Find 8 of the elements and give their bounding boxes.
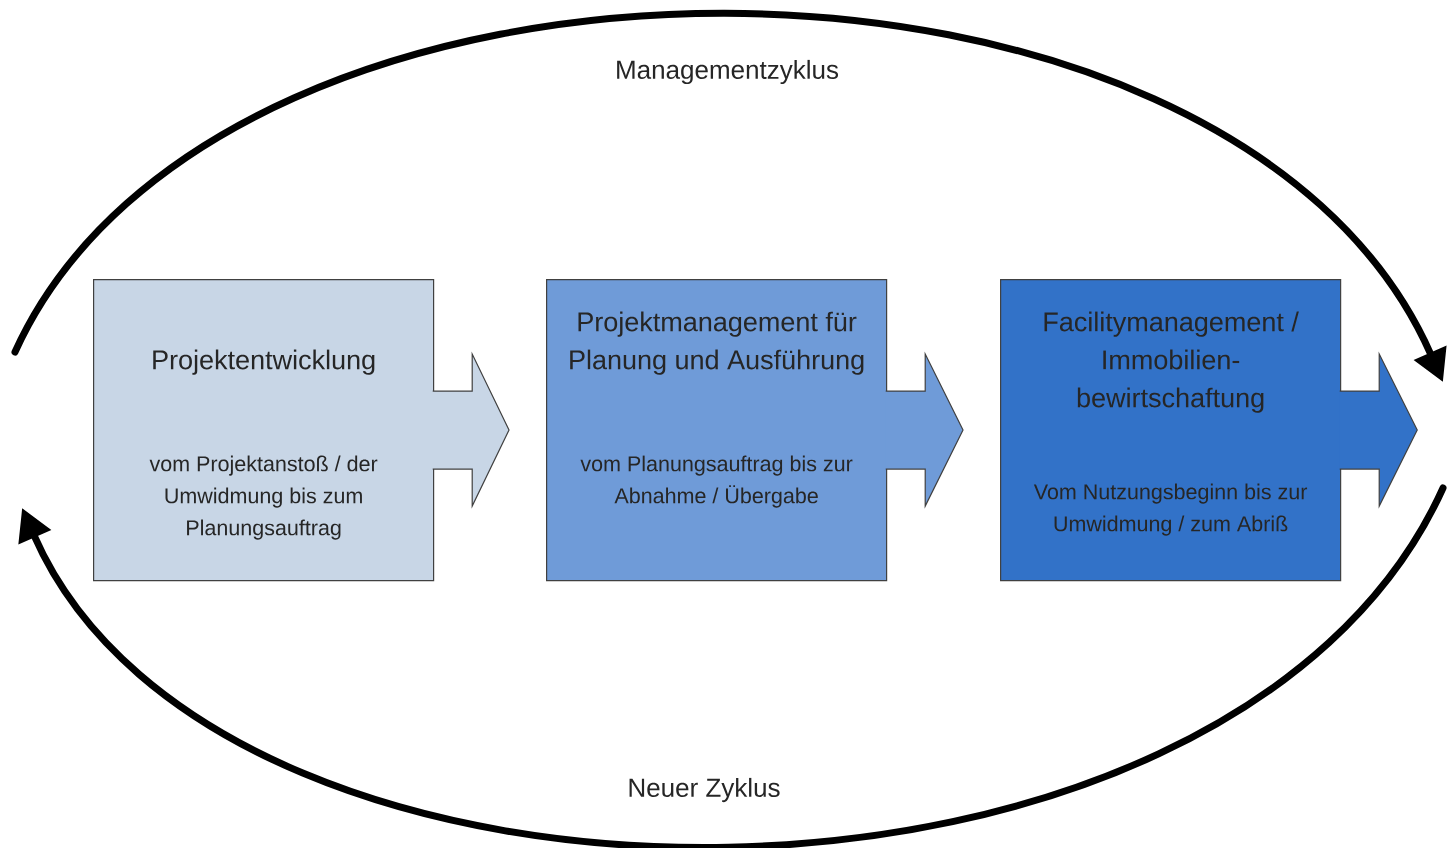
- cycle-label: Managementzyklus: [617, 59, 839, 85]
- block-arrow: [1339, 351, 1418, 509]
- process-box: Projektmanagement für Planung und Ausführung vom Planungsauftrag bis zur Abnahme / Übergabe: [546, 279, 888, 582]
- cycle-label: Neuer Zyklus: [629, 777, 780, 803]
- block-arrow: [885, 351, 964, 509]
- process-box: Facilitymanagement / Immobilien- bewirtschaftung Vom Nutzungsbeginn bis zur Umwidmung / zum Abriß: [1000, 279, 1342, 582]
- process-box: Projektentwicklung vom Projektanstoß / der Umwidmung bis zum Planungsauftrag: [93, 279, 435, 582]
- block-arrow: [432, 351, 510, 509]
